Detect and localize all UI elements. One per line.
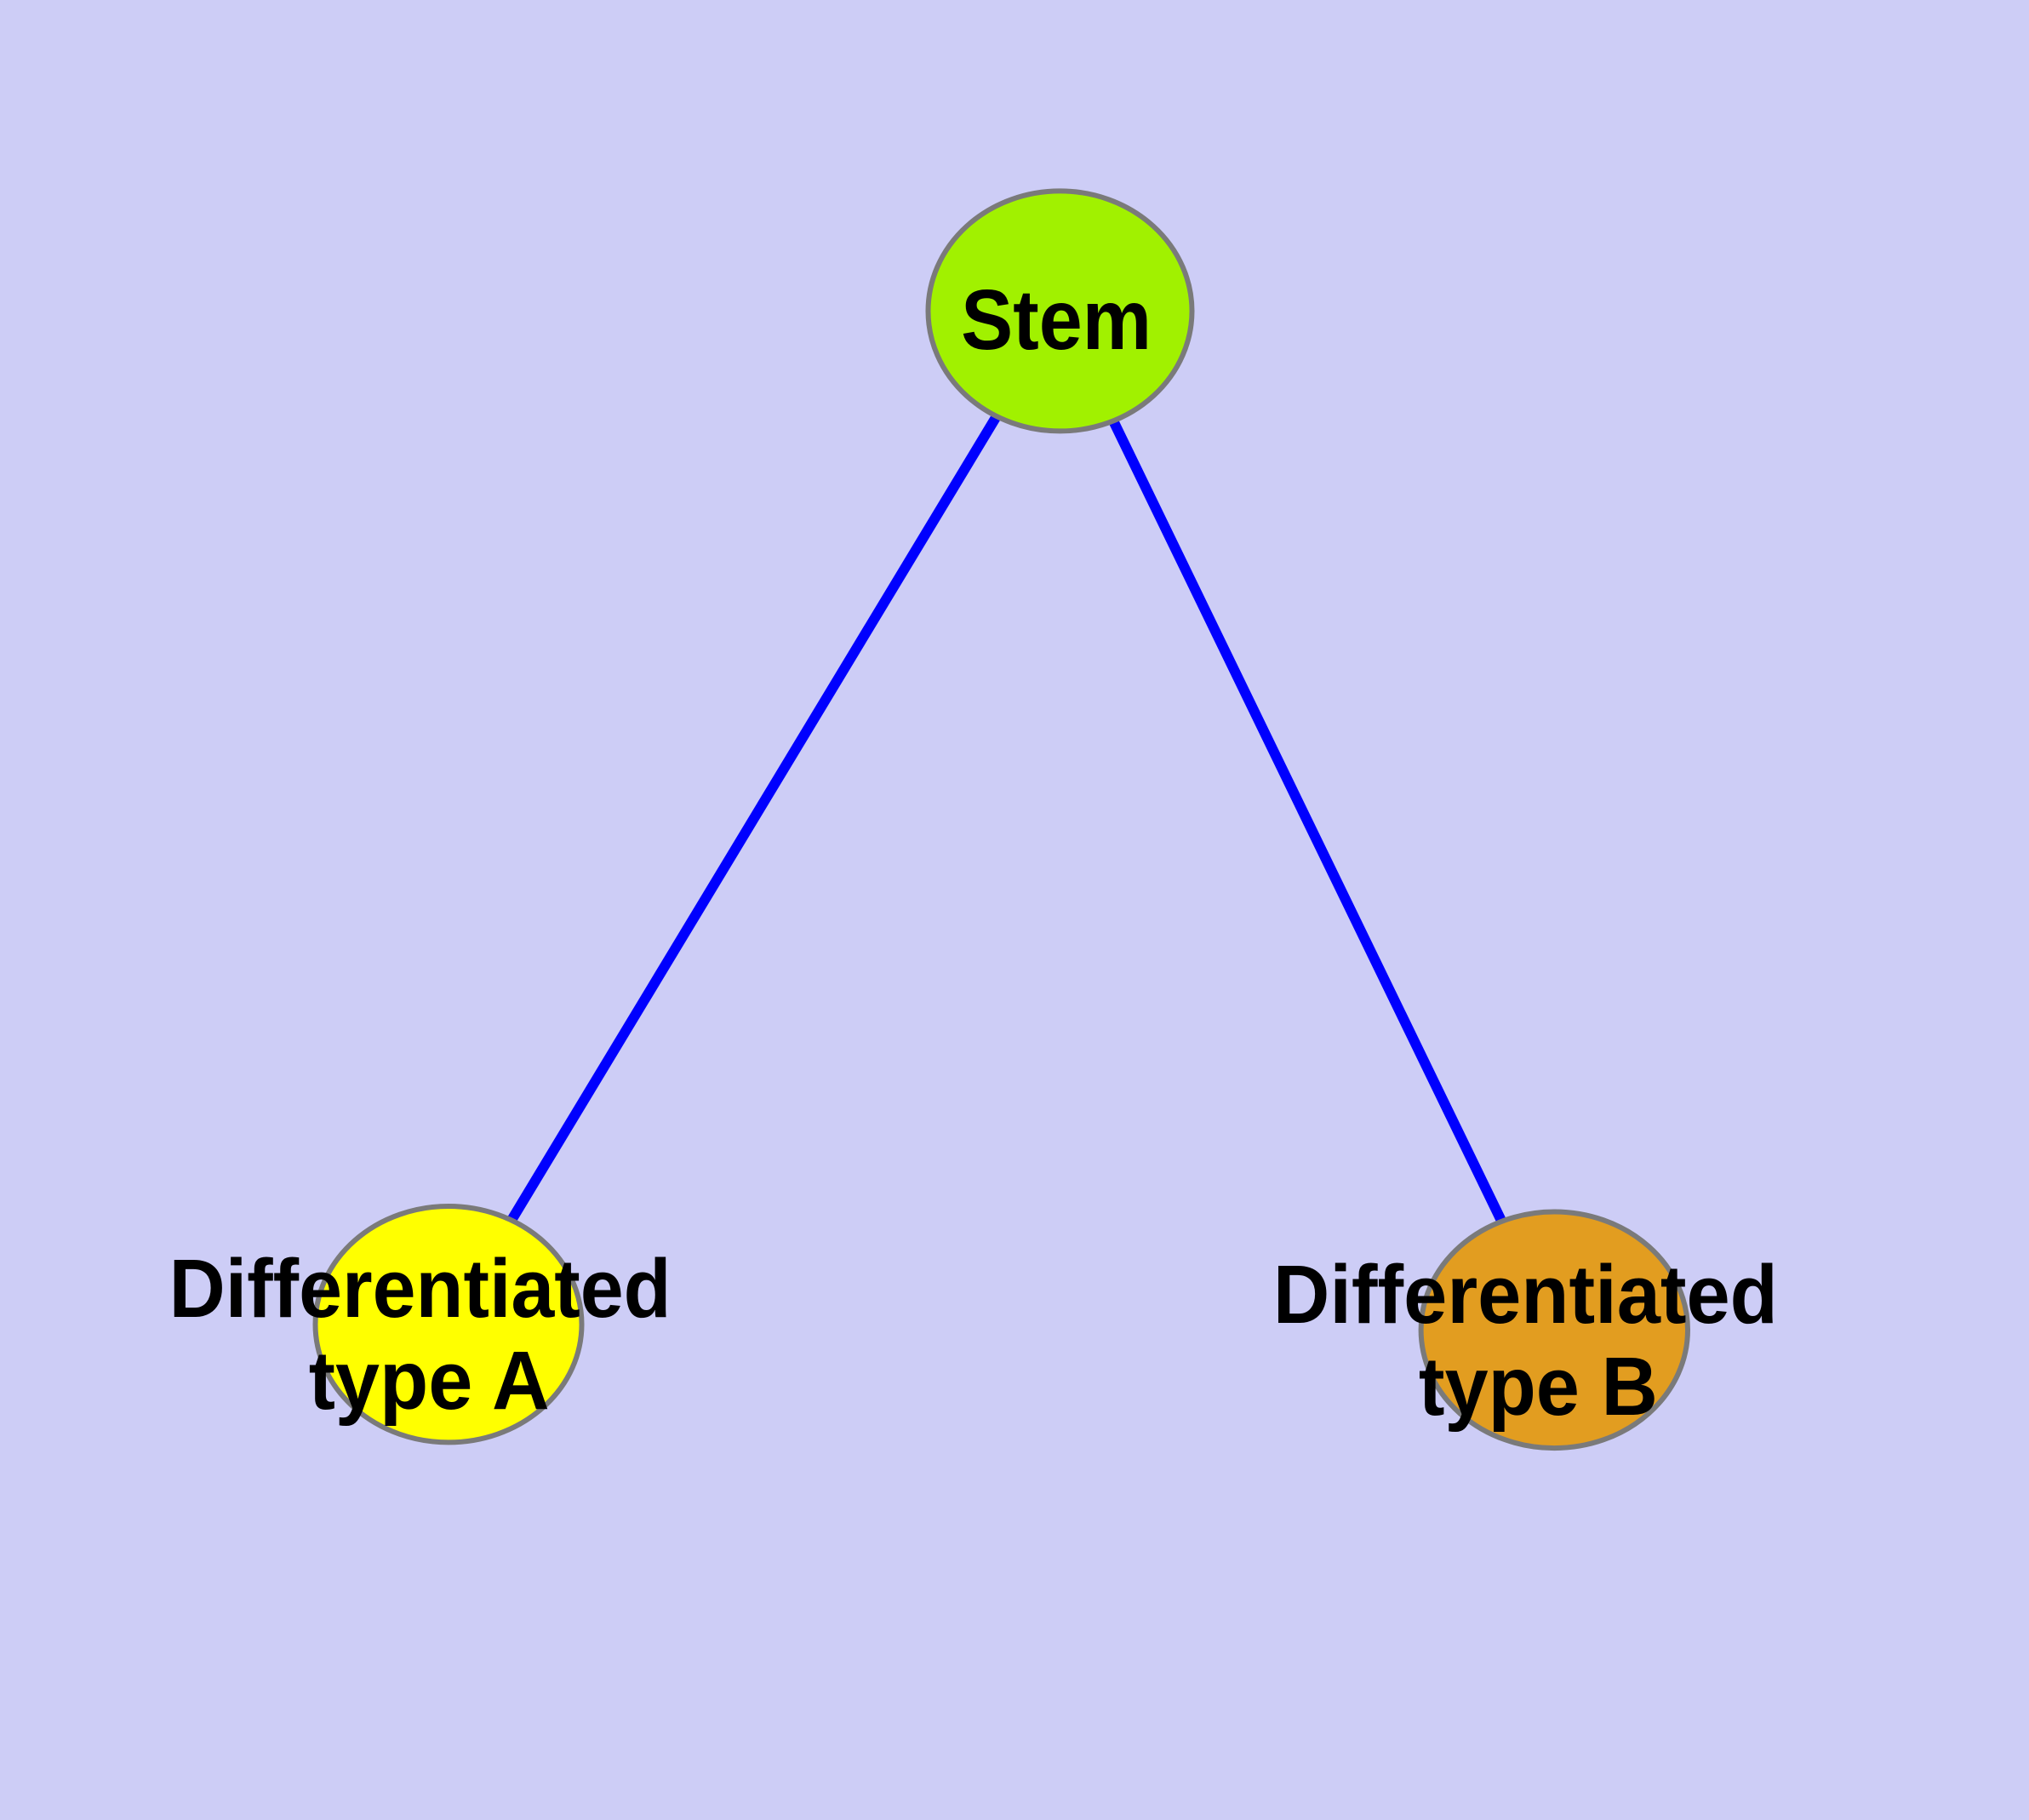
svg-text:Stem: Stem <box>961 272 1152 368</box>
svg-text:Differentiated: Differentiated <box>1273 1248 1778 1341</box>
svg-text:type A: type A <box>309 1334 550 1427</box>
svg-text:Differentiated: Differentiated <box>169 1242 672 1335</box>
svg-text:type B: type B <box>1419 1340 1658 1433</box>
